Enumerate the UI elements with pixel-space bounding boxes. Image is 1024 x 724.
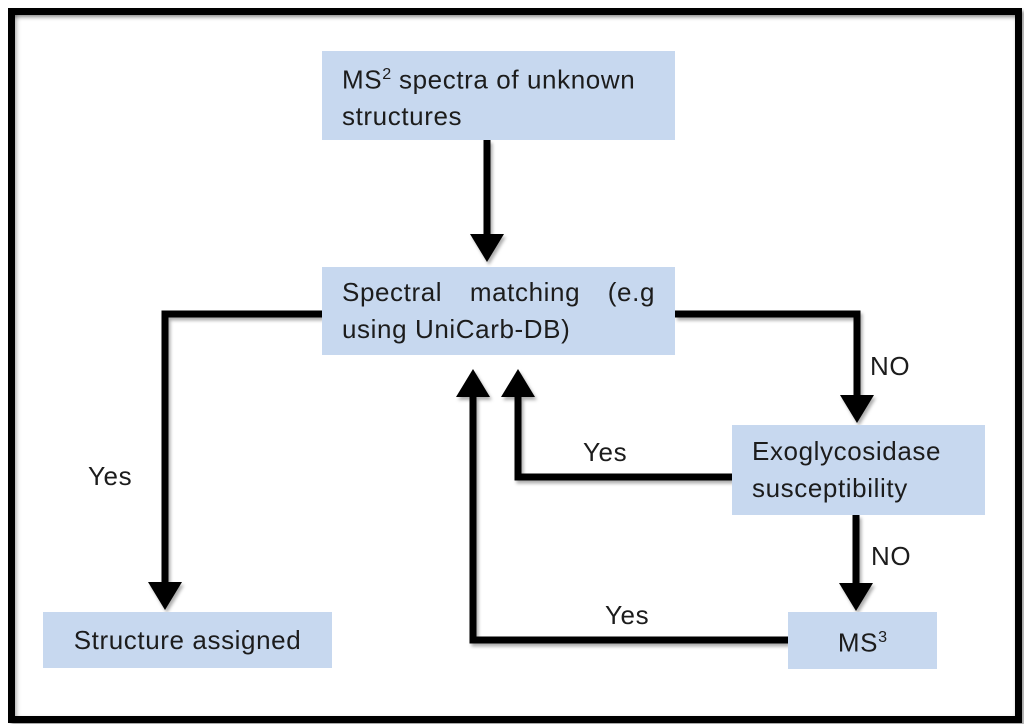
- node-structure-assigned-label: Structure assigned: [73, 624, 302, 655]
- arrow-matching-to-assigned: [148, 310, 322, 610]
- edge-label-yes-ms3-to-matching: Yes: [605, 600, 650, 630]
- arrow-matching-to-exoglycosidase: [675, 310, 874, 423]
- node-ms3: MS3: [788, 612, 937, 669]
- node-ms2-spectra-label: MS2 spectra of unknown structures: [342, 64, 636, 132]
- edge-label-yes-exoglycosidase-to-matching: Yes: [583, 437, 628, 467]
- arrow-ms2-to-matching: [470, 140, 504, 262]
- superscript-3: 3: [878, 628, 888, 647]
- edge-label-yes-matching-to-assigned: Yes: [88, 461, 133, 491]
- superscript-2: 2: [382, 64, 392, 83]
- node-structure-assigned: Structure assigned: [43, 612, 332, 668]
- edge-label-no-matching-to-exoglycosidase: NO: [870, 351, 911, 381]
- node-spectral-matching-label: Spectral matching (e.g using UniCarb-DB): [342, 277, 655, 344]
- node-ms2-spectra: MS2 spectra of unknown structures: [322, 51, 675, 140]
- node-exoglycosidase: Exoglycosidase susceptibility: [732, 425, 985, 515]
- node-ms3-label: MS3: [837, 627, 888, 658]
- node-spectral-matching: Spectral matching (e.g using UniCarb-DB): [322, 267, 675, 355]
- arrow-exoglycosidase-to-ms3: [839, 515, 873, 611]
- node-exoglycosidase-label: Exoglycosidase susceptibility: [752, 436, 942, 503]
- edge-label-no-exoglycosidase-to-ms3: NO: [871, 541, 912, 571]
